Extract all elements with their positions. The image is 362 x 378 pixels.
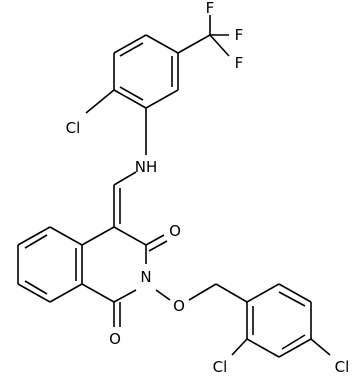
bond [49, 283, 83, 303]
trifluoromethyl-group: F F F [177, 0, 244, 72]
double-bond-inner [119, 42, 144, 57]
bond [188, 283, 217, 301]
atom-label-o-bottom: O [109, 330, 121, 348]
bond [17, 283, 51, 303]
bond [145, 234, 165, 246]
atom-label-cl-bottom-right: Cl [335, 358, 350, 376]
atom-label-cl-top: Cl [66, 119, 81, 137]
bond [113, 34, 147, 54]
double-bond-inner [119, 86, 144, 101]
bond [246, 283, 280, 303]
atom-label-o-top: O [169, 222, 181, 240]
bond [231, 338, 248, 356]
atom-label-cl-bottom-left: Cl [213, 358, 228, 376]
bond [209, 34, 230, 57]
atom-label-f3: F [235, 54, 244, 72]
bond [113, 171, 137, 186]
bond [145, 34, 179, 54]
bond [145, 89, 179, 109]
bond [215, 283, 248, 303]
bond [17, 226, 51, 246]
bond [310, 338, 331, 356]
double-bond-inner [24, 234, 48, 249]
bond [81, 226, 115, 246]
bond [113, 226, 147, 246]
bond [49, 226, 83, 246]
atom-label-f1: F [206, 0, 215, 17]
bond [85, 89, 115, 114]
bond [278, 338, 312, 358]
atom-label-nh: NH [135, 158, 158, 176]
bond [113, 289, 137, 303]
benzo-ring [17, 226, 83, 303]
bond [155, 289, 171, 301]
bond [177, 34, 211, 54]
atom-label-n-ring: N [140, 268, 151, 286]
bond [278, 283, 312, 303]
bond [113, 89, 147, 109]
bond [81, 283, 115, 303]
top-phenyl-ring [113, 34, 179, 109]
double-bond-inner [281, 334, 306, 350]
bond [246, 338, 280, 358]
double-bond-inner [24, 280, 48, 295]
atom-label-o-link: O [173, 297, 185, 315]
atom-label-f2: F [235, 26, 244, 44]
dione-ring [81, 226, 147, 303]
double-bond-inner [148, 240, 168, 252]
double-bond-inner [278, 291, 306, 307]
dichlorophenyl-ring [246, 283, 312, 358]
